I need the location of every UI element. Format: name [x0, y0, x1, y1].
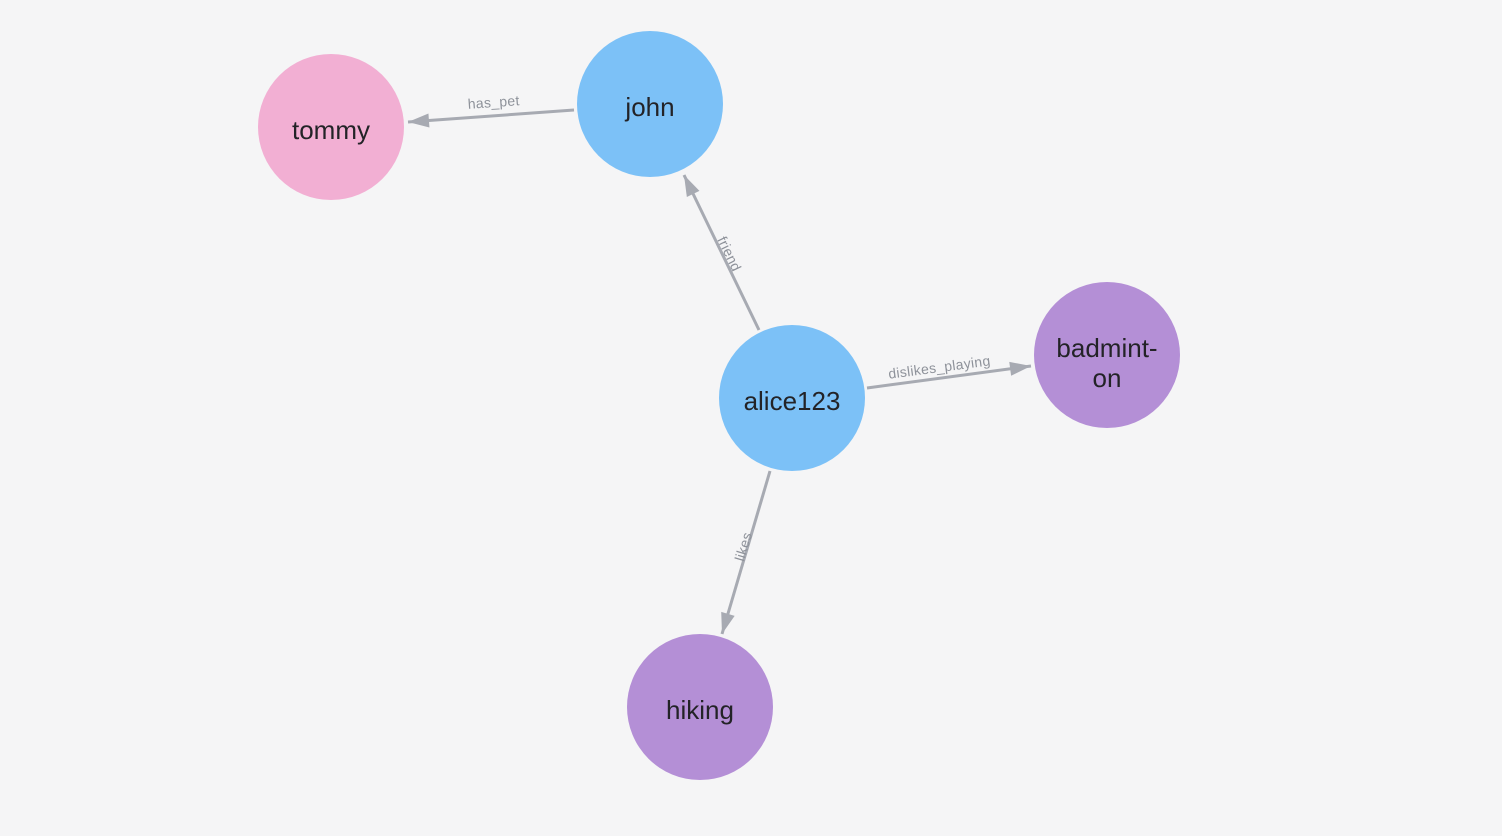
node-circle-badminton[interactable]: [1034, 282, 1180, 428]
edge-label-has-pet[interactable]: has_pet: [467, 92, 520, 112]
edges-layer: has_pet friend dislikes_playing likes: [407, 92, 1032, 635]
node-badminton[interactable]: badmint- on: [1034, 282, 1180, 428]
node-circle-hiking[interactable]: [627, 634, 773, 780]
nodes-layer: tommy john alice123 badmint- on hiki: [258, 31, 1180, 780]
edge-john-tommy[interactable]: [407, 108, 575, 128]
edge-alice123-john[interactable]: [682, 174, 761, 331]
node-circle-tommy[interactable]: [258, 54, 404, 200]
edge-alice123-hiking[interactable]: [720, 470, 772, 635]
node-tommy[interactable]: tommy: [258, 54, 404, 200]
edge-label-friend[interactable]: friend: [714, 234, 744, 274]
node-circle-alice123[interactable]: [719, 325, 865, 471]
node-alice123[interactable]: alice123: [719, 325, 865, 471]
node-hiking[interactable]: hiking: [627, 634, 773, 780]
edge-label-likes[interactable]: likes: [731, 530, 755, 563]
node-circle-john[interactable]: [577, 31, 723, 177]
node-john[interactable]: john: [577, 31, 723, 177]
edge-alice123-badminton[interactable]: [866, 361, 1032, 390]
